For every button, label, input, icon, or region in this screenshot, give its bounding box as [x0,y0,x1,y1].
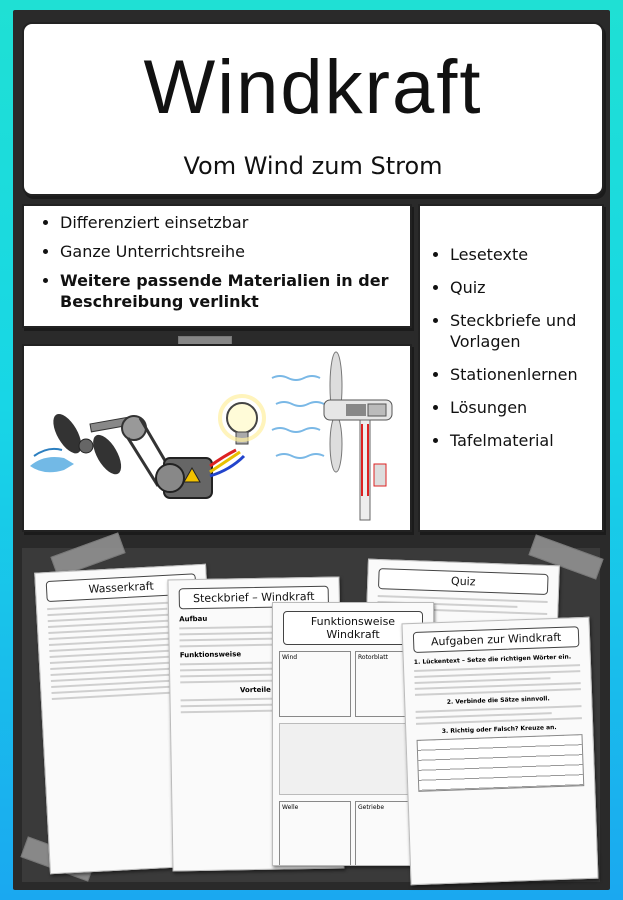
diagram-label: Welle [282,804,299,811]
wind-generator-illustration [30,351,393,521]
worksheet-preview: Wasserkraft Quiz Steckbrief – Windkraft … [20,532,604,886]
worksheet-title: Funktionsweise Windkraft [283,611,423,645]
diagram-label: Getriebe [358,804,385,811]
illustration-card [22,344,412,532]
wind-turbine-icon [323,351,393,521]
wind-lines-icon [271,375,325,459]
diagram-label: Wind [282,654,298,661]
generator-icon [155,457,213,499]
diagram-box: Wind [279,651,351,717]
feature-item: Weitere passende Materialien in der Besc… [60,270,410,312]
contents-item: Quiz [450,277,602,298]
contents-item: Tafelmaterial [450,430,602,451]
diagram-label: Rotorblatt [358,654,388,661]
page-subtitle: Vom Wind zum Strom [183,152,443,180]
worksheet-title: Quiz [377,568,549,595]
answer-table [416,734,585,792]
worksheet-aufgaben: Aufgaben zur Windkraft 1. Lückentext – S… [401,616,599,886]
wind-gust-icon [30,447,74,473]
contents-item: Lösungen [450,397,602,418]
turbine-diagram [279,723,427,795]
contents-card: Lesetexte Quiz Steckbriefe und Vorlagen … [418,204,604,532]
feature-item: Ganze Unterrichtsreihe [60,241,410,262]
feature-item: Differenziert einsetzbar [60,212,410,233]
features-card: Differenziert einsetzbar Ganze Unterrich… [22,204,412,328]
page-title: Windkraft [143,45,483,130]
propeller-icon [53,413,122,475]
title-card: Windkraft Vom Wind zum Strom [22,22,604,196]
diagram-box: Welle [279,801,351,865]
contents-item: Stationenlernen [450,364,602,385]
light-bulb-icon [218,394,266,445]
contents-item: Lesetexte [450,244,602,265]
worksheet-title: Aufgaben zur Windkraft [412,626,580,653]
contents-item: Steckbriefe und Vorlagen [450,310,602,352]
